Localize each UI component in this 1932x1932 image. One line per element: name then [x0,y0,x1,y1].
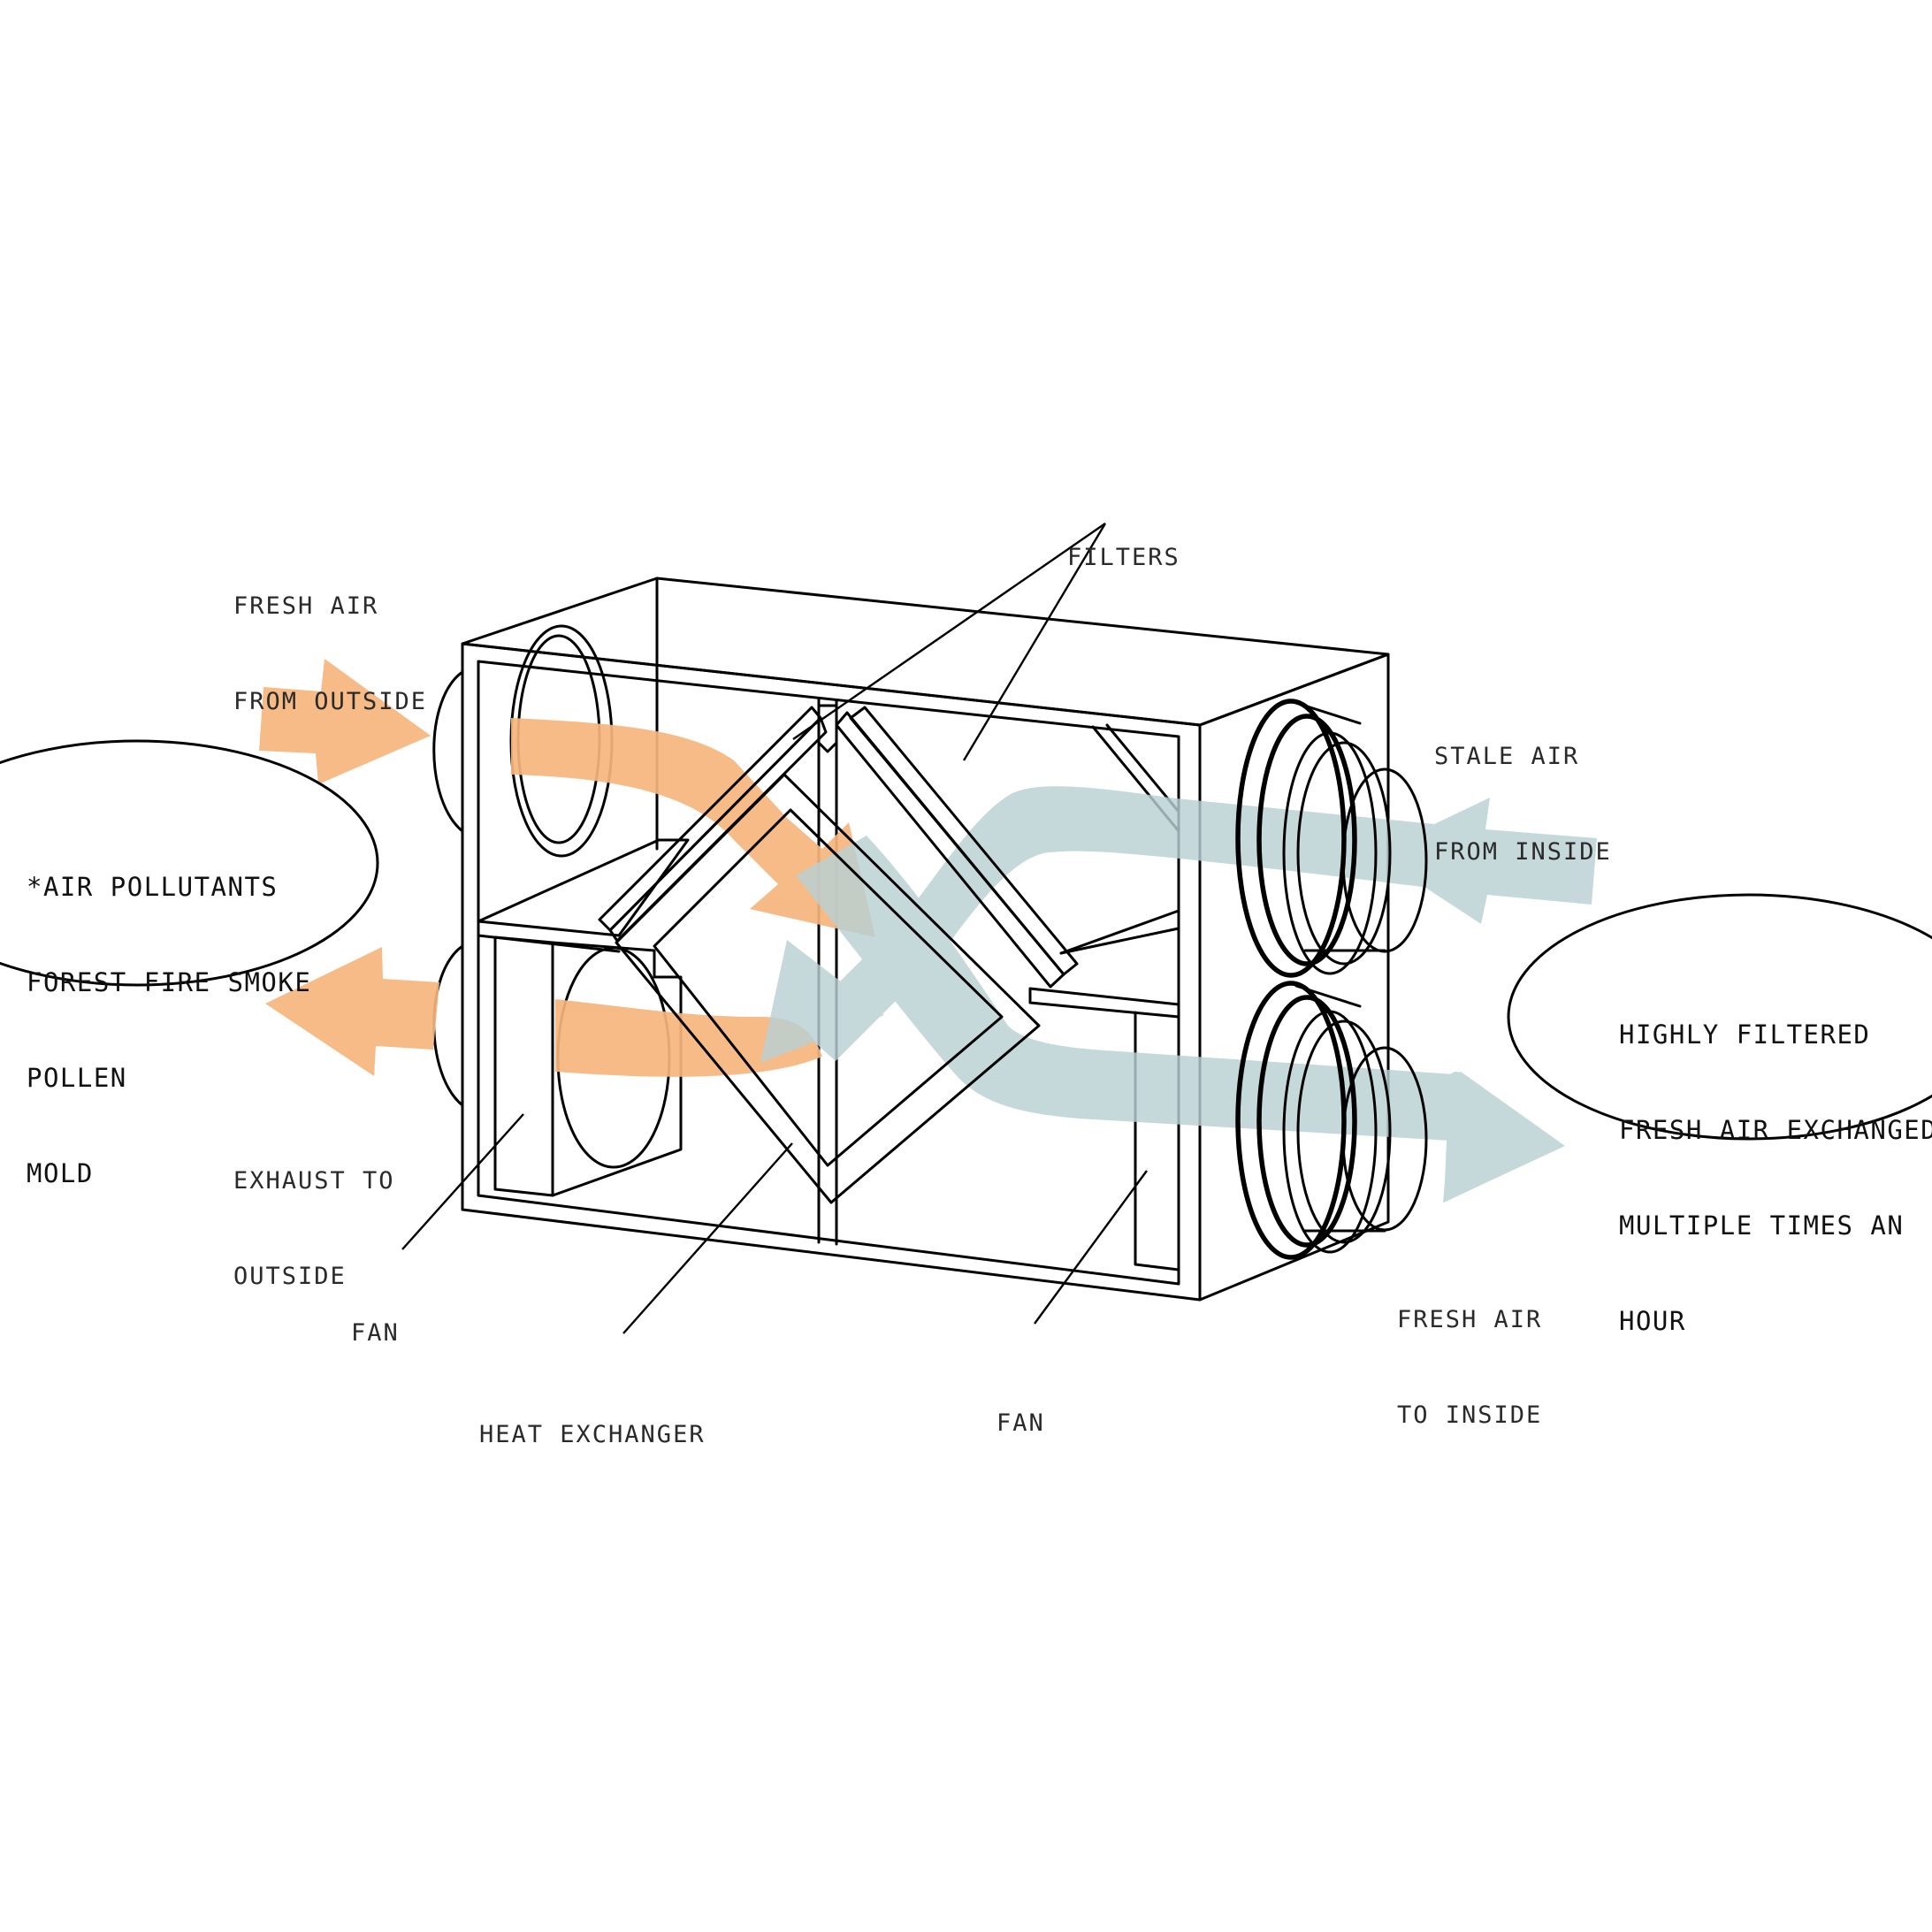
stale-air-from-inside-label: STALE AIR FROM INSIDE [1434,743,1612,866]
fan-left-leader [401,1113,524,1250]
exhaust-out-arrow [265,947,439,1076]
filters-leader-b [962,523,1107,761]
filtered-air-bubble [1507,893,1932,1141]
heat-exchanger-label: HEAT EXCHANGER [479,1421,706,1448]
exhaust-flow [259,659,875,1077]
filters-leader-a [792,523,1106,740]
heat-exchanger-inner [653,808,1004,1167]
cabinet-outline [461,577,1390,1302]
pollutants-bubble-text: *AIR POLLUTANTS FOREST FIRE SMOKE POLLEN… [27,872,312,1188]
leader-lines [401,523,1148,1334]
upper-duct-collar [1235,699,1428,978]
heat-exchanger-assembly [598,704,1079,1204]
fresh-air-to-inside-label: FRESH AIR TO INSIDE [1397,1306,1543,1429]
exhaust-flow-band [555,999,822,1077]
fresh-air-from-outside-label: FRESH AIR FROM OUTSIDE [233,592,428,715]
lower-duct-collar [1235,981,1428,1260]
duct-collars [1235,699,1428,1260]
supply-flow [760,786,1597,1203]
fresh-air-flow-band [511,718,875,937]
filtered-air-bubble-text: HIGHLY FILTERED FRESH AIR EXCHANGED MULT… [1619,1019,1932,1336]
fresh-supply-flow-band [796,836,1455,1141]
fan-right-leader [1034,1170,1148,1325]
fan-right-label: FAN [997,1409,1045,1437]
fan-left-label: FAN [351,1319,400,1347]
pollutants-bubble [0,739,379,987]
left-port-openings [432,670,464,1107]
fresh-air-in-arrow [259,659,431,784]
exhaust-to-outside-label: EXHAUST TO OUTSIDE [233,1167,395,1290]
stale-air-flow-band [796,786,1487,1061]
stale-air-arrowhead [760,940,884,1063]
heat-exchanger-leader [622,1142,793,1334]
filters-label: FILTERS [1067,544,1180,571]
